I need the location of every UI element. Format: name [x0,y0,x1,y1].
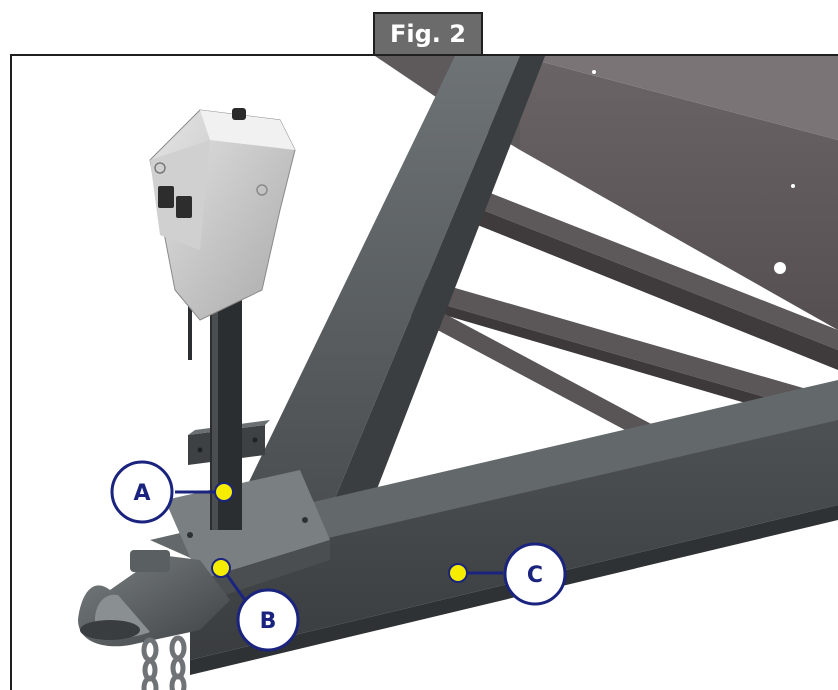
callout-b: B [211,558,300,652]
callout-label-a: A [133,481,150,506]
callout-point-b [211,558,231,578]
callout-c: C [448,542,567,606]
ball-coupler [78,550,230,647]
callout-point-a [214,482,234,502]
a-frame-left-arm [245,56,545,520]
callout-point-c [448,563,468,583]
electric-jack-head [149,108,296,321]
cross-members [400,185,838,470]
safety-chains [141,635,187,690]
power-bolt-icon [154,162,166,174]
callout-a: A [110,460,234,524]
callout-label-b: B [260,609,277,634]
figure-label: Fig. 2 [373,12,483,56]
callout-label-c: C [527,563,543,588]
